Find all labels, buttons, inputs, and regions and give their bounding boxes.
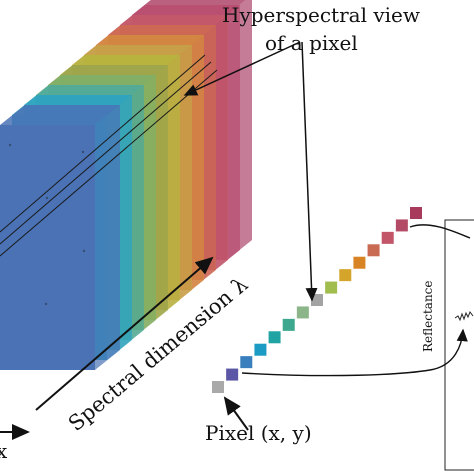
- band-speckle: [44, 302, 48, 306]
- reflectance-axis-label: Reflectance: [421, 281, 435, 353]
- spectral-pixel-square: [339, 269, 352, 282]
- spectral-pixel-square: [395, 219, 408, 232]
- spectral-dimension-arrow: [35, 256, 214, 411]
- spectral-pixel-square: [353, 256, 366, 269]
- bottom-connection-curve: [241, 328, 468, 377]
- hyperspectral-view-arrows: [183, 41, 318, 302]
- pixel-label: Pixel (x, y): [205, 421, 312, 445]
- spectral-pixel-square: [296, 306, 309, 319]
- band-speckle: [45, 196, 49, 200]
- spectral-pixel-square: [212, 381, 224, 393]
- hyperspectral-view-title-line1: Hyperspectral view: [222, 3, 420, 27]
- reflectance-curve: [454, 310, 474, 322]
- top-connection-curve: [409, 224, 471, 239]
- spectral-pixel-square: [367, 244, 380, 257]
- spectral-pixel-square: [254, 343, 267, 356]
- arrow-to-cube: [183, 41, 301, 96]
- spectral-pixel-square: [240, 356, 253, 369]
- spectral-pixel-square: [311, 294, 323, 306]
- band-layer-front: [0, 125, 95, 370]
- spectral-pixel-squares: [212, 207, 422, 393]
- hyperspectral-cube: [0, 0, 252, 370]
- spectral-pixel-square: [325, 281, 338, 294]
- pixel-column-lines: [0, 54, 218, 257]
- spectral-pixel-square: [410, 207, 422, 219]
- spectral-pixel-square: [268, 331, 281, 344]
- hyperspectral-view-title-line2: of a pixel: [265, 31, 358, 55]
- band-speckle: [8, 143, 12, 147]
- arrow-to-pixel-squares: [301, 41, 318, 302]
- x-axis-label: x: [0, 439, 8, 463]
- arrow-to-pixel: [223, 396, 249, 431]
- band-layer-side: [95, 105, 120, 370]
- spectral-pixel-square: [282, 318, 295, 331]
- band-layer-top: [0, 105, 120, 125]
- spectral-pixel-square: [226, 368, 239, 381]
- connection-curves: [241, 224, 471, 377]
- band-speckle: [82, 249, 86, 253]
- reflectance-plot-frame: [444, 219, 474, 471]
- band-speckle: [81, 150, 85, 154]
- spectral-pixel-square: [381, 231, 394, 244]
- reflectance-plot: Reflectance: [421, 219, 474, 471]
